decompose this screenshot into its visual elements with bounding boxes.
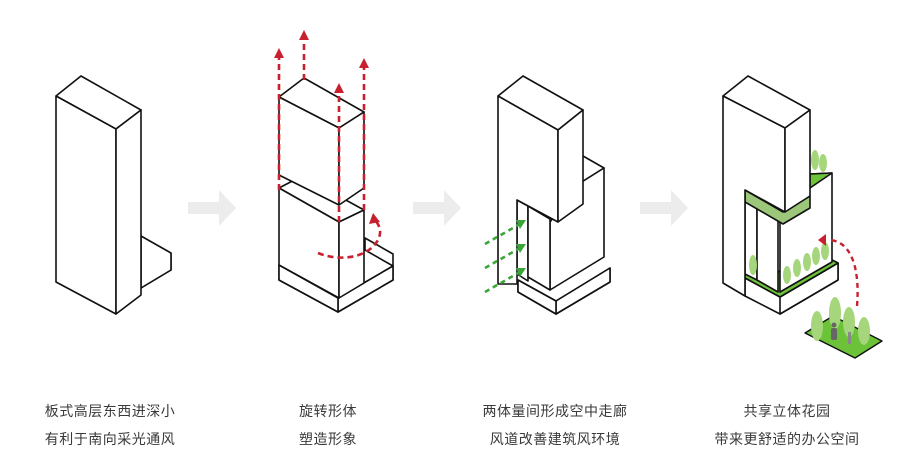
green-arrowheads (516, 220, 526, 277)
red-lift-curve (827, 238, 859, 307)
caption-line1: 共享立体花园 (743, 404, 831, 420)
caption-step-4: 共享立体花园 带来更舒适的办公空间 (677, 398, 897, 454)
garden-trees (749, 150, 829, 284)
caption-step-2: 旋转形体 塑造形象 (218, 398, 438, 454)
ground-plaza (804, 297, 883, 359)
diagram-canvas (55, 30, 883, 359)
step-arrow-2 (413, 190, 461, 226)
caption-line2: 塑造形象 (299, 432, 357, 448)
red-lift-arrows (277, 40, 382, 259)
caption-line2: 带来更舒适的办公空间 (714, 432, 860, 448)
red-arrowhead-garden (818, 234, 826, 246)
caption-line1: 旋转形体 (299, 404, 357, 420)
step3-sky-corridor (497, 75, 611, 315)
step-arrow-1 (188, 190, 236, 226)
caption-line2: 风道改善建筑风环境 (489, 432, 621, 448)
step4-shared-garden (722, 75, 839, 315)
step2-rotated-massing (278, 77, 394, 313)
red-arrowheads (274, 30, 380, 224)
caption-line1: 两体量间形成空中走廊 (482, 404, 628, 420)
step1-slab-tower (55, 75, 172, 315)
step-arrow-3 (640, 190, 688, 226)
person-figure (831, 322, 851, 344)
green-wind-arrows (484, 222, 521, 294)
caption-line2: 有利于南向采光通风 (44, 432, 176, 448)
caption-line1: 板式高层东西进深小 (44, 404, 176, 420)
caption-step-3: 两体量间形成空中走廊 风道改善建筑风环境 (445, 398, 665, 454)
caption-step-1: 板式高层东西进深小 有利于南向采光通风 (0, 398, 220, 454)
